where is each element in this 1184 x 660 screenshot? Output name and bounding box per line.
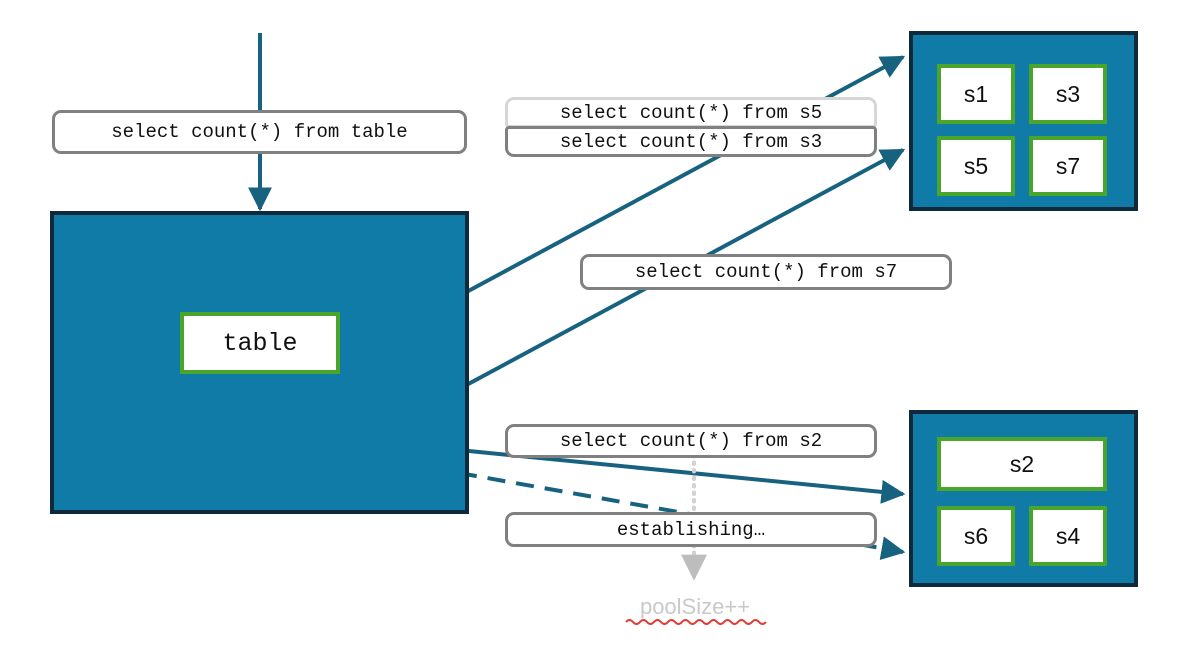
server-node-s6-label: s6: [963, 522, 989, 549]
query-label-s5: select count(*) from s5: [505, 97, 877, 128]
query-label-s7-text: select count(*) from s7: [634, 261, 898, 283]
server-node-s7[interactable]: s7: [1029, 136, 1107, 196]
server-node-s7-label: s7: [1055, 152, 1081, 179]
table-pool-container: [50, 211, 469, 514]
status-label-establishing: establishing…: [505, 512, 877, 547]
server-node-s3[interactable]: s3: [1029, 64, 1107, 124]
server-node-s2[interactable]: s2: [937, 437, 1107, 491]
poolsize-annotation: poolSize++: [600, 594, 790, 620]
poolsize-annotation-text: poolSize++: [639, 594, 751, 619]
query-label-table: select count(*) from table: [52, 110, 467, 154]
table-node[interactable]: table: [180, 312, 340, 374]
server-node-s3-label: s3: [1055, 80, 1081, 107]
server-node-s5[interactable]: s5: [937, 136, 1015, 196]
query-label-s2: select count(*) from s2: [505, 424, 877, 458]
server-node-s1[interactable]: s1: [937, 64, 1015, 124]
spellcheck-squiggle: [625, 619, 767, 625]
status-label-establishing-text: establishing…: [616, 518, 766, 541]
query-label-s5-text: select count(*) from s5: [559, 101, 823, 124]
query-label-s7: select count(*) from s7: [580, 254, 952, 290]
table-node-label: table: [222, 328, 298, 358]
server-node-s5-label: s5: [963, 152, 989, 179]
server-node-s4[interactable]: s4: [1029, 506, 1107, 566]
server-node-s6[interactable]: s6: [937, 506, 1015, 566]
server-node-s1-label: s1: [963, 80, 989, 107]
query-label-s3-text: select count(*) from s3: [559, 130, 823, 153]
query-label-s2-text: select count(*) from s2: [559, 430, 823, 452]
query-label-s3: select count(*) from s3: [505, 126, 877, 157]
query-label-table-text: select count(*) from table: [111, 121, 408, 143]
server-node-s2-label: s2: [1009, 450, 1035, 477]
server-node-s4-label: s4: [1055, 522, 1081, 549]
